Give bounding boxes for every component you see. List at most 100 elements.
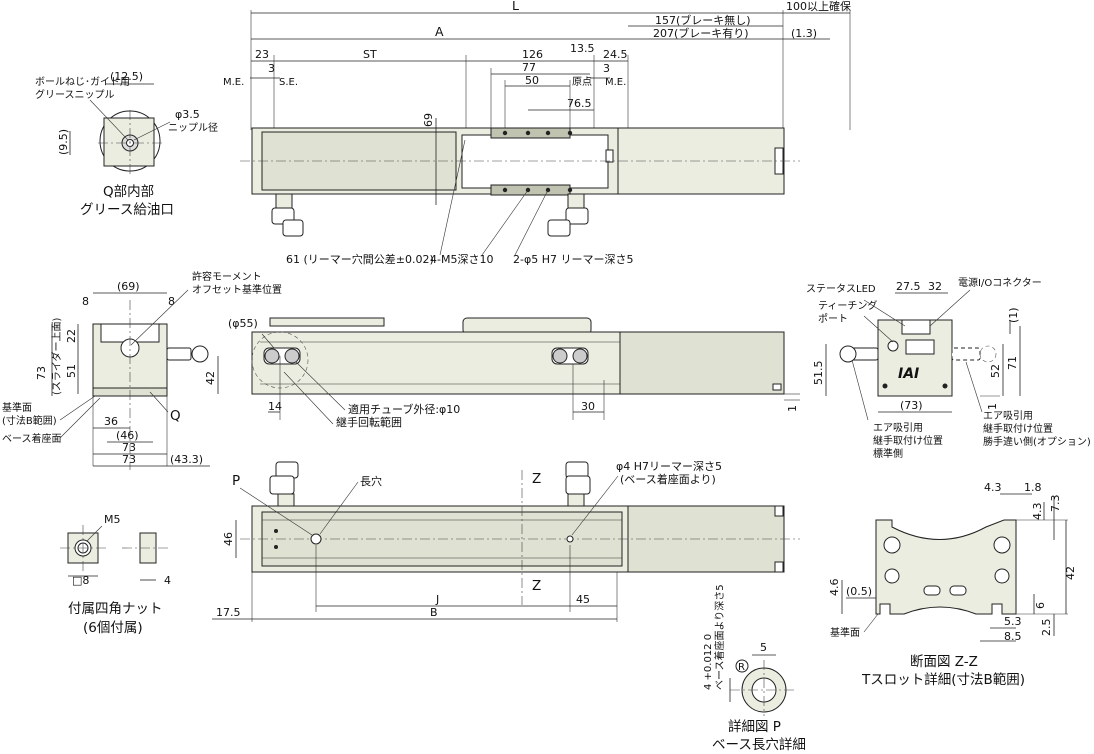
right-dim-27-5: 27.5 — [896, 280, 921, 293]
bottom-fitting-right — [565, 461, 591, 507]
dim-77: 77 — [522, 61, 536, 74]
right-connector: 電源I/Oコネクター — [958, 276, 1042, 289]
motor-housing-side — [619, 331, 785, 395]
end-dim-36: 36 — [104, 415, 118, 428]
q-dim-9-5: (9.5) — [57, 129, 70, 155]
detail-p: 5 4 +0.012 0 ベース着座面より深さ5 R 詳細図 P ベース長穴詳細 — [703, 584, 806, 753]
callout-m5: 4-M5深さ10 — [430, 253, 493, 266]
q-dim-12-5: (12.5) — [110, 70, 143, 83]
right-dim-51-5: 51.5 — [812, 361, 825, 386]
right-air-opt-1: エア吸引用 — [983, 410, 1033, 422]
bottom-z-bottom: Z — [532, 578, 541, 594]
end-dim-8b: 8 — [168, 295, 175, 308]
right-air-std-3: 標準側 — [873, 447, 903, 460]
detail-p-dim-5: 5 — [760, 641, 767, 654]
zz-dim-6: 6 — [1034, 602, 1047, 609]
right-logo: IAI — [898, 366, 919, 382]
zz-dim-7-3: 7.3 — [1049, 495, 1062, 513]
side-tube: 適用チューブ外径:φ10 — [348, 402, 460, 416]
detail-p-title-2: ベース長穴詳細 — [712, 737, 806, 753]
section-profile — [875, 519, 1017, 615]
end-base: ベース着座面 — [2, 432, 62, 445]
q-title-1: Q部内部 — [103, 184, 154, 200]
end-slider-top: (スライダー上面) — [50, 317, 63, 395]
q-nipple-dia: φ3.5 — [175, 108, 200, 121]
right-dim-52: 52 — [989, 364, 1002, 378]
bottom-view: P 長穴 Z Z φ4 H7リーマー深さ5 (ベース着座面より) 46 J 45… — [212, 460, 800, 622]
right-status-led: ステータスLED — [806, 283, 876, 295]
side-fitting-left — [263, 347, 301, 365]
right-view: ステータスLED ティーチング ポート 電源I/Oコネクター 27.5 32 I… — [806, 276, 1091, 460]
zz-dim-42: 42 — [1064, 566, 1077, 580]
right-air-std-2: 継手取付け位置 — [873, 434, 943, 447]
dim-brake-with: 207(ブレーキ有り) — [653, 26, 749, 40]
zz-dim-0-5: (0.5) — [846, 585, 872, 598]
dim-3-left: 3 — [268, 62, 275, 75]
q-detail: (12.5) ボールねじ･ガイド用 グリースニップル φ3.5 ニップル径 (9… — [35, 70, 218, 218]
end-dim-22: 22 — [65, 329, 78, 343]
bottom-reamer-2: (ベース着座面より) — [620, 472, 716, 486]
end-dim-8a: 8 — [82, 295, 89, 308]
dim-13-5: 13.5 — [570, 42, 595, 55]
zz-title-2: Tスロット詳細(寸法B範囲) — [861, 672, 1025, 688]
end-moment-2: オフセット基準位置 — [192, 283, 282, 296]
slider-top — [461, 134, 609, 189]
callout-pitch: 61 (リーマー穴間公差±0.02) — [286, 252, 434, 266]
bottom-dim-17-5: 17.5 — [216, 606, 241, 619]
air-fitting-left — [271, 193, 304, 237]
right-dim-71: 71 — [1006, 356, 1019, 370]
end-dim-42: 42 — [204, 371, 217, 385]
end-dim-73v: 73 — [35, 366, 48, 380]
dim-offset-1-3: (1.3) — [791, 27, 817, 40]
side-rotate: 継手回転範囲 — [336, 415, 402, 429]
dim-L: L — [512, 0, 519, 13]
side-view: (φ55) 14 適用チューブ外径:φ10 継手回転範囲 30 1 — [228, 317, 800, 429]
zz-dim-8-5: 8.5 — [1004, 630, 1022, 643]
dim-69: 69 — [422, 113, 435, 127]
q-title-2: グリース給油口 — [80, 202, 174, 218]
dim-brake-none: 157(ブレーキ無し) — [655, 13, 751, 27]
end-moment-1: 許容モーメント — [192, 270, 262, 283]
zz-dim-2-5: 2.5 — [1040, 619, 1053, 637]
end-dim-69: (69) — [117, 280, 140, 293]
end-dim-43-3: (43.3) — [170, 453, 203, 466]
bottom-dim-J: J — [435, 593, 439, 606]
zz-dim-1-8: 1.8 — [1024, 481, 1042, 494]
nut-dim-4: 4 — [164, 574, 171, 587]
side-dim-30: 30 — [581, 400, 595, 413]
side-dim-1: 1 — [786, 405, 799, 412]
section-zz: 4.3 1.8 4.3 7.3 42 4.6 (0.5) 6 5.3 8.5 2… — [828, 481, 1077, 688]
callout-reamer: 2-φ5 H7 リーマー深さ5 — [513, 253, 633, 266]
end-air-fitting — [166, 345, 209, 363]
right-teach-1: ティーチング — [818, 299, 877, 312]
dim-24-5: 24.5 — [603, 48, 628, 61]
bottom-slot: 長穴 — [360, 474, 382, 488]
right-dim-1a: (1) — [1007, 307, 1020, 323]
end-dim-46: (46) — [116, 429, 139, 442]
nut-sq8: □8 — [72, 574, 89, 587]
right-air-opt-2: 継手取付け位置 — [983, 422, 1053, 435]
label-origin: 原点 — [572, 76, 592, 88]
zz-ref: 基準面 — [830, 626, 860, 639]
bottom-label-p: P — [232, 473, 240, 489]
bottom-fitting-left — [269, 461, 299, 507]
label-me-left: M.E. — [223, 77, 244, 88]
detail-p-depth: ベース着座面より深さ5 — [713, 584, 726, 690]
zz-dim-4-3a: 4.3 — [984, 481, 1002, 494]
right-teach-2: ポート — [818, 313, 848, 325]
dim-ST: ST — [363, 48, 377, 61]
air-fitting-right — [547, 193, 589, 237]
bottom-dim-45: 45 — [576, 593, 590, 606]
dim-3-right: 3 — [603, 62, 610, 75]
top-view: L 100以上確保 157(ブレーキ無し) 207(ブレーキ有り) (1.3) … — [223, 0, 851, 266]
q-ballscrew-1: ボールねじ･ガイド用 — [35, 76, 130, 88]
dim-guarantee: 100以上確保 — [786, 0, 851, 13]
dim-126: 126 — [522, 48, 543, 61]
bottom-dim-46: 46 — [222, 532, 235, 546]
bottom-dim-B: B — [430, 606, 438, 619]
dim-A: A — [435, 24, 444, 39]
right-dim-73: (73) — [900, 399, 923, 412]
dim-76-5: 76.5 — [567, 97, 592, 110]
motor-housing-bottom — [627, 505, 785, 573]
end-dim-73b: 73 — [122, 453, 136, 466]
